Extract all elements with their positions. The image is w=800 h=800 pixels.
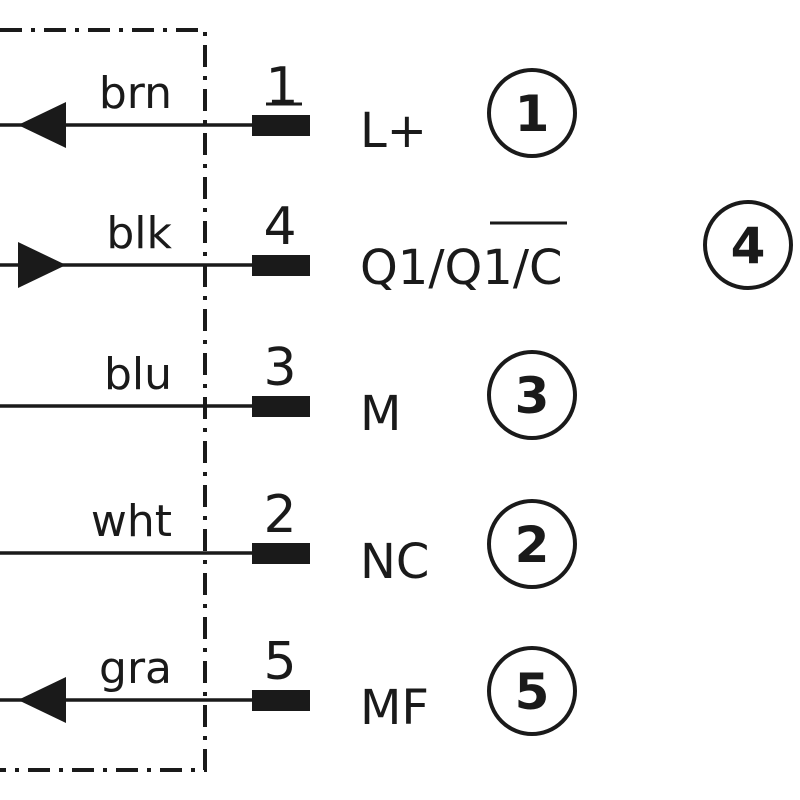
wire-color-label: wht	[91, 496, 172, 547]
signal-part-c: /C	[513, 240, 563, 296]
pin-row-4: blk 4 Q1/Q1/C 4	[0, 197, 793, 296]
signal-label: L+	[360, 103, 427, 159]
pin-badge-ring	[703, 200, 793, 290]
pin-badge-number: 5	[515, 663, 550, 721]
pin-badge-number: 2	[515, 516, 550, 574]
wire-color-label: gra	[99, 643, 172, 694]
wire-color-label: brn	[99, 68, 172, 119]
signal-label: M	[360, 386, 401, 442]
pin-number: 2	[263, 485, 296, 545]
pin-row-3: blu 3 M 3	[0, 338, 577, 442]
signal-part-q1: Q1/	[360, 240, 445, 296]
signal-label: NC	[360, 534, 429, 590]
wire-color-label: blu	[104, 349, 172, 400]
pin-badge-number: 3	[515, 367, 550, 425]
pin-terminal	[252, 396, 310, 417]
pin-row-1: brn 1 L+ 1	[0, 57, 577, 159]
pin-badge-number: 4	[731, 217, 766, 275]
pin-terminal	[252, 255, 310, 276]
signal-label: Q1/Q1/C	[360, 240, 563, 296]
signal-part-q1-inverted: Q1	[445, 240, 513, 296]
pin-terminal	[252, 690, 310, 711]
pin-badge-ring	[487, 350, 577, 440]
pin-number: 5	[263, 632, 296, 692]
pin-badge-ring	[487, 499, 577, 589]
signal-label: MF	[360, 680, 429, 736]
pin-number: 3	[263, 338, 296, 398]
arrow-left-icon	[18, 102, 66, 148]
pin-terminal	[252, 543, 310, 564]
pin-number: 4	[263, 197, 296, 257]
pin-number: 1	[265, 57, 298, 117]
connector-housing-outline	[0, 28, 207, 772]
pin-badge-number: 1	[515, 85, 550, 143]
pin-badge-ring	[487, 68, 577, 158]
wire-color-label: blk	[106, 208, 172, 259]
pin-terminal	[252, 115, 310, 136]
pin-badge-ring	[487, 646, 577, 736]
pin-row-2: wht 2 NC 2	[0, 485, 577, 590]
arrow-left-icon	[18, 677, 66, 723]
arrow-right-icon	[18, 242, 66, 288]
pin-row-5: gra 5 MF 5	[0, 632, 577, 736]
